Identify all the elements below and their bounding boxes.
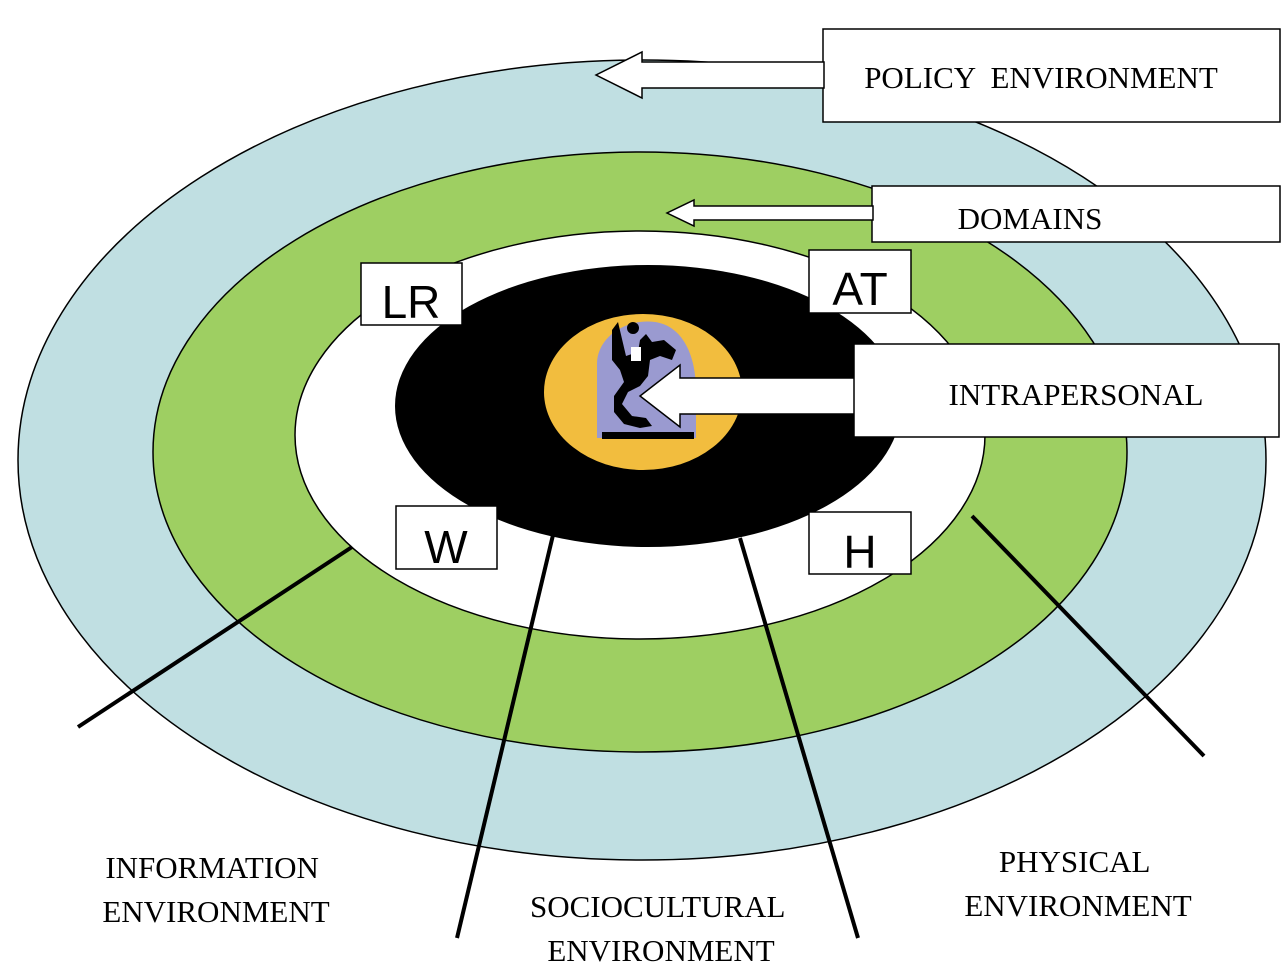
- physical-environment-label: PHYSICAL ENVIRONMENT: [964, 844, 1191, 923]
- policy-arrow-icon: [594, 50, 825, 100]
- information-line-1: INFORMATION: [105, 850, 319, 885]
- policy-environment-callout: POLICY ENVIRONMENT: [594, 28, 1281, 123]
- sociocultural-environment-label: SOCIOCULTURAL ENVIRONMENT: [530, 889, 792, 966]
- divider-line-sociocultural-right: [738, 537, 860, 939]
- domain-box-lr: LR: [360, 262, 463, 328]
- domain-label-lr: LR: [382, 276, 441, 328]
- divider-line-information: [76, 545, 354, 729]
- domain-box-h: H: [808, 511, 912, 578]
- information-environment-label: INFORMATION ENVIRONMENT: [102, 850, 329, 929]
- divider-line-physical: [970, 514, 1206, 758]
- physical-line-1: PHYSICAL: [999, 844, 1150, 879]
- information-line-2: ENVIRONMENT: [102, 894, 329, 929]
- policy-environment-label: POLICY ENVIRONMENT: [864, 60, 1218, 95]
- domains-label: DOMAINS: [958, 201, 1103, 236]
- domain-box-at: AT: [808, 249, 912, 315]
- intrapersonal-arrow-icon: [638, 363, 856, 429]
- domain-label-at: AT: [832, 263, 887, 315]
- domains-box: [871, 185, 1281, 243]
- intrapersonal-label: INTRAPERSONAL: [949, 377, 1204, 412]
- intrapersonal-box: [853, 343, 1280, 438]
- domains-callout: DOMAINS: [665, 185, 1281, 243]
- intrapersonal-callout: INTRAPERSONAL: [638, 343, 1280, 438]
- sociocultural-line-2: ENVIRONMENT: [547, 933, 774, 966]
- physical-line-2: ENVIRONMENT: [964, 888, 1191, 923]
- domains-arrow-icon: [665, 198, 874, 228]
- domain-label-w: W: [424, 521, 468, 573]
- sociocultural-line-1: SOCIOCULTURAL: [530, 889, 785, 924]
- domain-box-w: W: [395, 505, 498, 573]
- divider-line-sociocultural-left: [455, 534, 555, 939]
- policy-environment-box: [822, 28, 1281, 123]
- domain-label-h: H: [843, 526, 876, 578]
